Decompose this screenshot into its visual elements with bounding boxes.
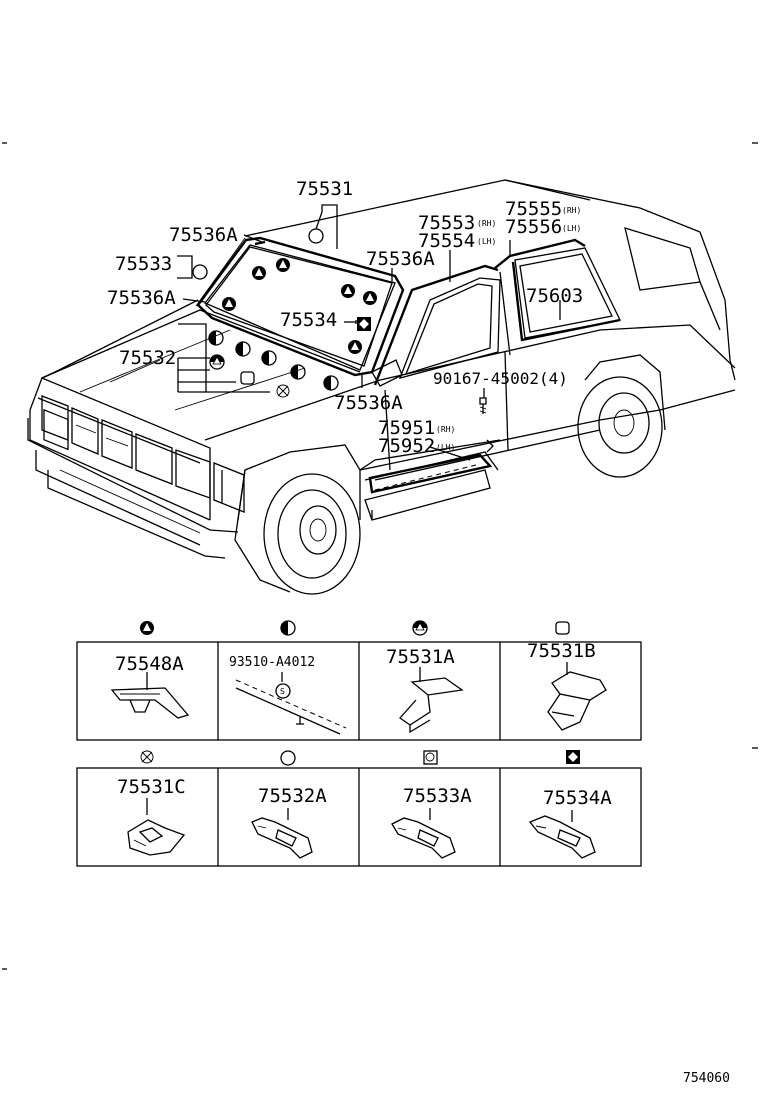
clip-markers [192, 228, 494, 453]
clip-75531C-icon [276, 384, 290, 398]
callout-75603: 75603 [526, 285, 583, 307]
callout-rh-1: (RH) [477, 219, 496, 228]
margin-marks [2, 142, 758, 970]
legend-part-93510: 93510-A4012 [229, 655, 315, 670]
part-75531C-drawing [127, 798, 186, 856]
legend-part-75531C: 75531C [117, 776, 186, 798]
callout-75951: 75951 [378, 417, 435, 439]
screw-mark: S [280, 687, 285, 696]
callout-lh-2: (LH) [562, 224, 581, 233]
callout-75534: 75534 [280, 309, 337, 331]
callout-75536A-bottom: 75536A [334, 392, 403, 414]
clip-75548A-icon [222, 258, 377, 354]
part-75531B-drawing [547, 662, 607, 731]
legend-row-1: 75548A 93510-A4012 75531A 75531B S [76, 620, 642, 741]
part-75534A-drawing [528, 810, 596, 859]
legend-symbol-75531A-icon [412, 620, 428, 636]
diagram-id: 754060 [683, 1071, 730, 1086]
callout-rh-2: (RH) [562, 206, 581, 215]
callout-75536A-right: 75536A [366, 248, 435, 270]
callout-75536A-left: 75536A [107, 287, 176, 309]
clip-75532A-icon [308, 228, 324, 244]
part-75532A-drawing [251, 808, 313, 859]
legend-part-75534A: 75534A [543, 787, 612, 809]
legend-symbol-75532A-icon [280, 750, 296, 766]
part-75548A-drawing [110, 672, 190, 719]
callout-75554: 75554 [418, 230, 475, 252]
legend-part-75531A: 75531A [386, 646, 455, 668]
legend-symbol-75533A-icon [423, 750, 438, 765]
callout-90167: 90167-45002(4) [433, 369, 568, 388]
legend-symbol-75534A-icon [566, 750, 580, 764]
callout-75553: 75553 [418, 212, 475, 234]
legend-symbol-75548A-icon [140, 621, 154, 635]
callout-lh-1: (LH) [477, 237, 496, 246]
clip-75531A-icon [209, 354, 225, 370]
legend-symbol-75531B-icon [555, 621, 570, 635]
clip-93510-icon [208, 330, 339, 391]
callout-75556: 75556 [505, 216, 562, 238]
leader-lines [177, 204, 561, 461]
callout-rh-3: (RH) [436, 425, 455, 434]
part-75531A-drawing [399, 667, 464, 734]
legend-symbol-75531C-icon [140, 750, 154, 764]
callout-75532: 75532 [119, 347, 176, 369]
callout-75531: 75531 [296, 178, 353, 200]
callout-75533: 75533 [115, 253, 172, 275]
callout-75555: 75555 [505, 198, 562, 220]
clip-75534A-icon [357, 317, 371, 331]
screw-icon [479, 397, 487, 414]
windshield-moulding [196, 236, 621, 494]
callout-lh-3: (LH) [436, 443, 455, 452]
legend-part-75531B: 75531B [527, 640, 596, 662]
legend-part-75532A: 75532A [258, 785, 327, 807]
clip-75531B-icon [240, 371, 255, 385]
part-75533A-drawing [391, 808, 456, 859]
callout-75952: 75952 [378, 435, 435, 457]
legend-symbol-93510-icon [280, 620, 296, 636]
legend-part-75533A: 75533A [403, 785, 472, 807]
callout-75536A-top: 75536A [169, 224, 238, 246]
callout-labels: 75531 75536A 75533 75536A 75536A 75532 7… [107, 178, 583, 457]
part-93510-drawing: S [235, 672, 347, 735]
vehicle-drawing [27, 179, 736, 595]
legend-row-2: 75531C 75532A 75533A 75534A [76, 750, 642, 867]
legend-part-75548A: 75548A [115, 653, 184, 675]
clip-75533A-icon [192, 264, 208, 280]
